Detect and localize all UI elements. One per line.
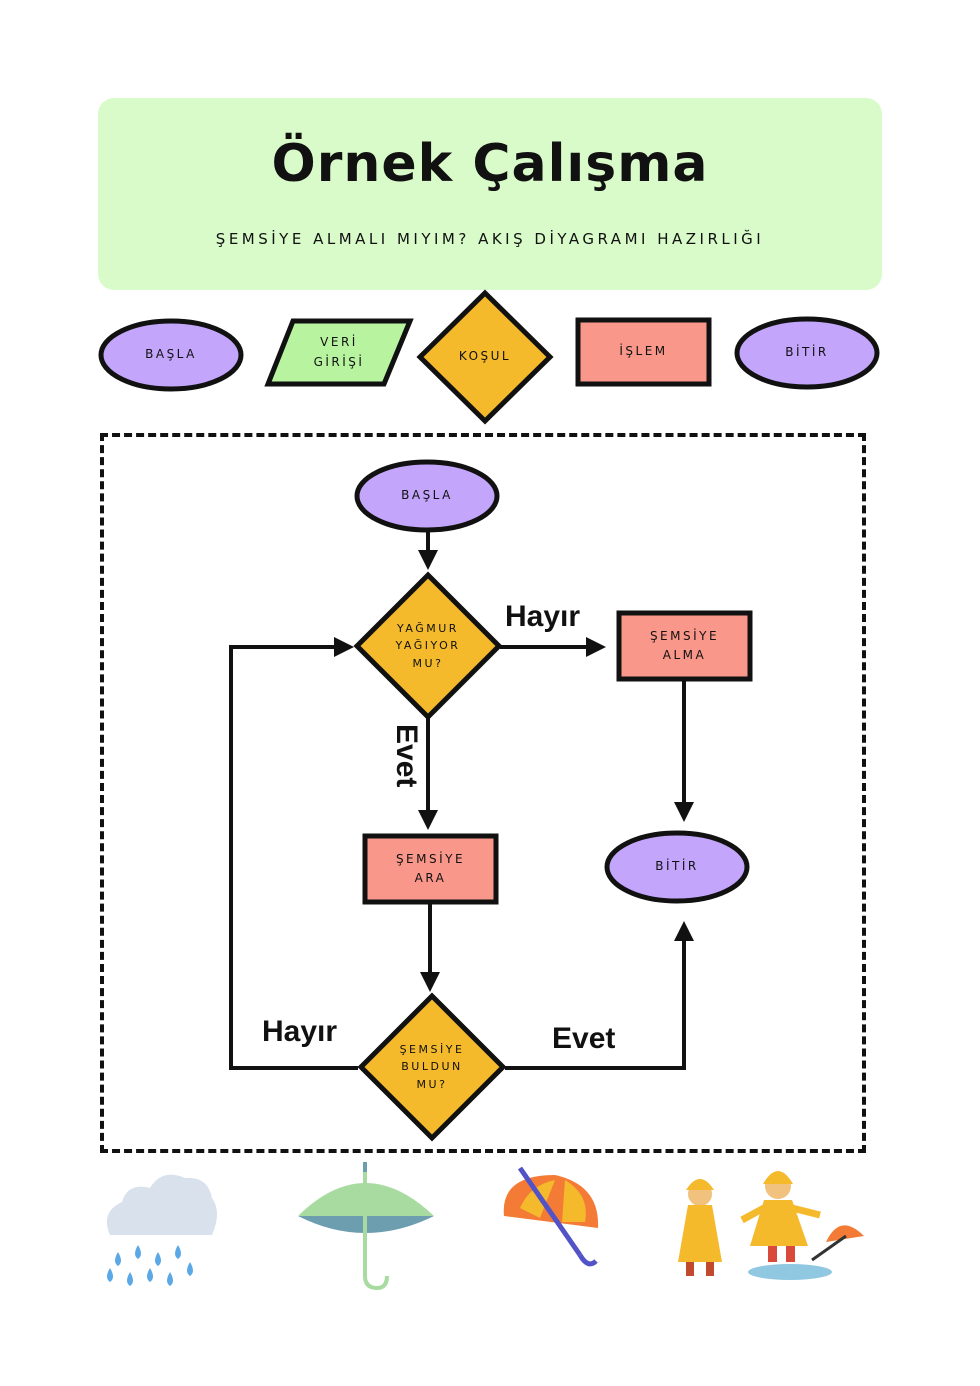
edge-found-yes — [505, 921, 694, 1070]
page-title: Örnek Çalışma — [271, 134, 709, 194]
edge-label-rain-yes: Evet — [390, 724, 423, 788]
node-no-umbrella-shape — [616, 610, 753, 682]
edge-label-found-no: Hayır — [262, 1015, 338, 1048]
edge-found-no-loop — [229, 637, 358, 1070]
node-rain-decision-shape — [353, 571, 503, 721]
legend-condition-shape — [416, 289, 554, 425]
node-no-umbrella-label: ŞEMSİYE ALMA — [649, 628, 720, 662]
legend-end-label: BİTİR — [785, 345, 829, 360]
node-end-shape — [604, 830, 750, 904]
flowchart-frame — [100, 433, 866, 1153]
legend-input-label: VERİ GİRİŞİ — [313, 335, 365, 369]
node-rain-decision-label: YAĞMUR YAĞIYOR MU? — [395, 621, 461, 670]
legend-start-shape — [98, 318, 244, 392]
orange-umbrella-icon — [503, 1166, 599, 1267]
rain-cloud-icon — [106, 1174, 217, 1286]
children-in-raincoats-icon — [678, 1171, 864, 1280]
node-found-decision-label: ŞEMSİYE BULDUN MU? — [399, 1042, 465, 1091]
edge-label-found-yes: Evet — [552, 1022, 616, 1055]
node-start-shape — [354, 459, 500, 533]
node-end-label: BİTİR — [655, 859, 699, 874]
legend-process-label: İŞLEM — [619, 344, 668, 359]
legend-process-shape — [575, 317, 712, 387]
legend-condition-label: KOŞUL — [458, 349, 512, 364]
green-umbrella-icon — [298, 1162, 434, 1291]
legend-input-shape — [264, 318, 414, 387]
legend-start-label: BAŞLA — [145, 347, 197, 362]
node-search-label: ŞEMSİYE ARA — [395, 851, 466, 885]
node-start-label: BAŞLA — [401, 488, 453, 503]
page-subtitle: ŞEMSİYE ALMALI MIYIM? AKIŞ DİYAGRAMI HAZ… — [215, 230, 765, 248]
legend-end-shape — [734, 316, 880, 390]
edge-label-rain-no: Hayır — [505, 600, 581, 633]
node-search-shape — [362, 833, 499, 905]
header-banner — [98, 98, 882, 290]
node-found-decision-shape — [357, 992, 507, 1142]
